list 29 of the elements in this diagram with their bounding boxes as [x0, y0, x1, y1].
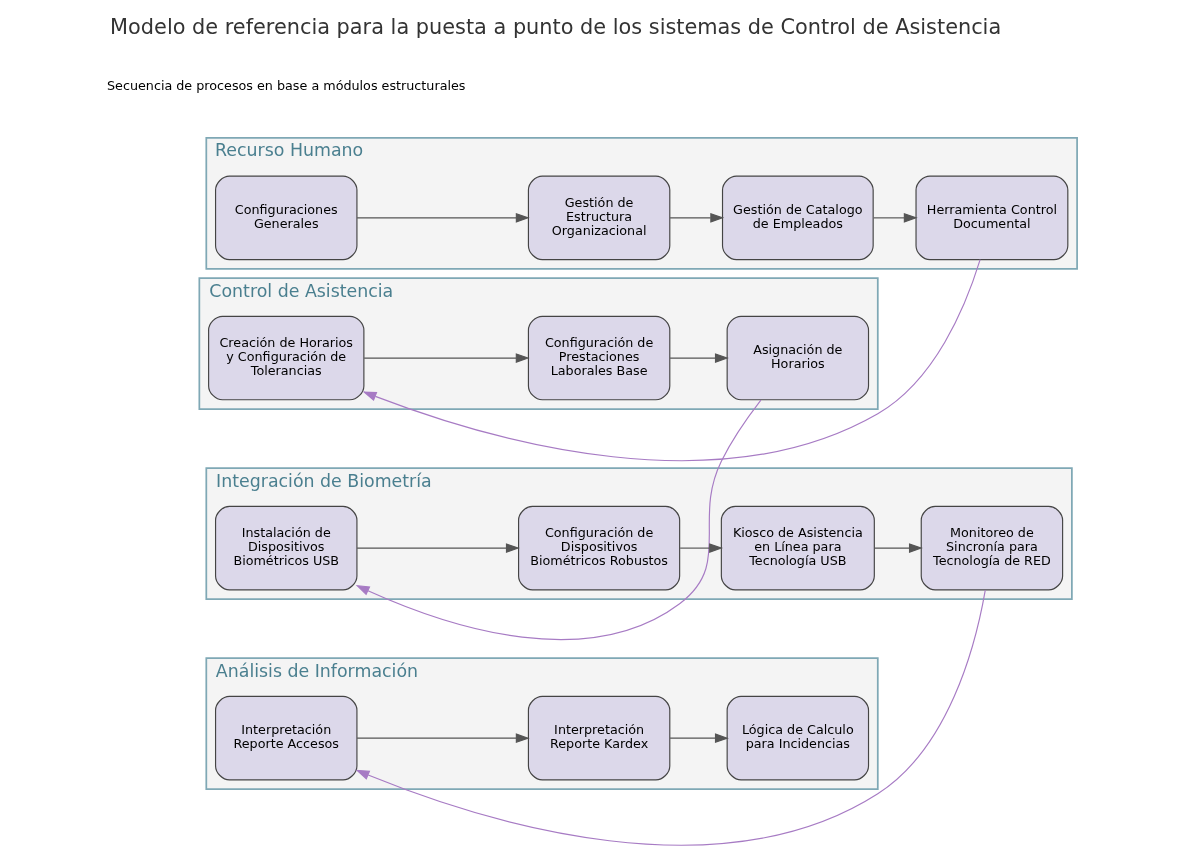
node-box: Lógica de Calculo para Incidencias	[726, 695, 869, 781]
node-box: Herramienta Control Documental	[914, 175, 1068, 261]
node-box: Interpretación Reporte Accesos	[214, 695, 357, 781]
node-box: Configuración de Prestaciones Laborales Base	[527, 315, 670, 401]
node-box: Configuraciones Generales	[214, 175, 357, 261]
arrow	[356, 733, 530, 743]
arrow	[669, 213, 724, 223]
arrow	[873, 543, 923, 553]
node-box: Configuración de Dispositivos Biométricos Robustos	[517, 505, 680, 591]
node-box: Creación de Horarios y Configuración de Tolerancias	[207, 315, 364, 401]
node-box: Gestión de Catalogo de Empleados	[721, 175, 874, 261]
node-box: Asignación de Horarios	[726, 315, 869, 401]
node-box: Monitoreo de Sincronía para Tecnología de RED	[920, 505, 1063, 591]
node-box: Kiosco de Asistencia en Línea para Tecnología USB	[720, 505, 875, 591]
arrow	[356, 543, 520, 553]
node-box: Instalación de Dispositivos Biométricos USB	[214, 505, 357, 591]
arrow	[669, 733, 729, 743]
arrow	[355, 399, 761, 640]
arrow	[669, 353, 729, 363]
node-box: Interpretación Reporte Kardex	[527, 695, 670, 781]
diagram-title: Modelo de referencia para la puesta a punto de los sistemas de Control de Asistencia	[109, 15, 1001, 40]
node-box: Gestión de Estructura Organizacional	[527, 175, 670, 261]
label: Secuencia de procesos en base a módulos estructurales	[106, 78, 465, 94]
arrow	[356, 213, 530, 223]
arrow	[362, 259, 981, 461]
arrow	[872, 213, 918, 223]
arrow	[363, 353, 530, 363]
arrow	[679, 543, 723, 553]
arrow	[355, 589, 986, 846]
